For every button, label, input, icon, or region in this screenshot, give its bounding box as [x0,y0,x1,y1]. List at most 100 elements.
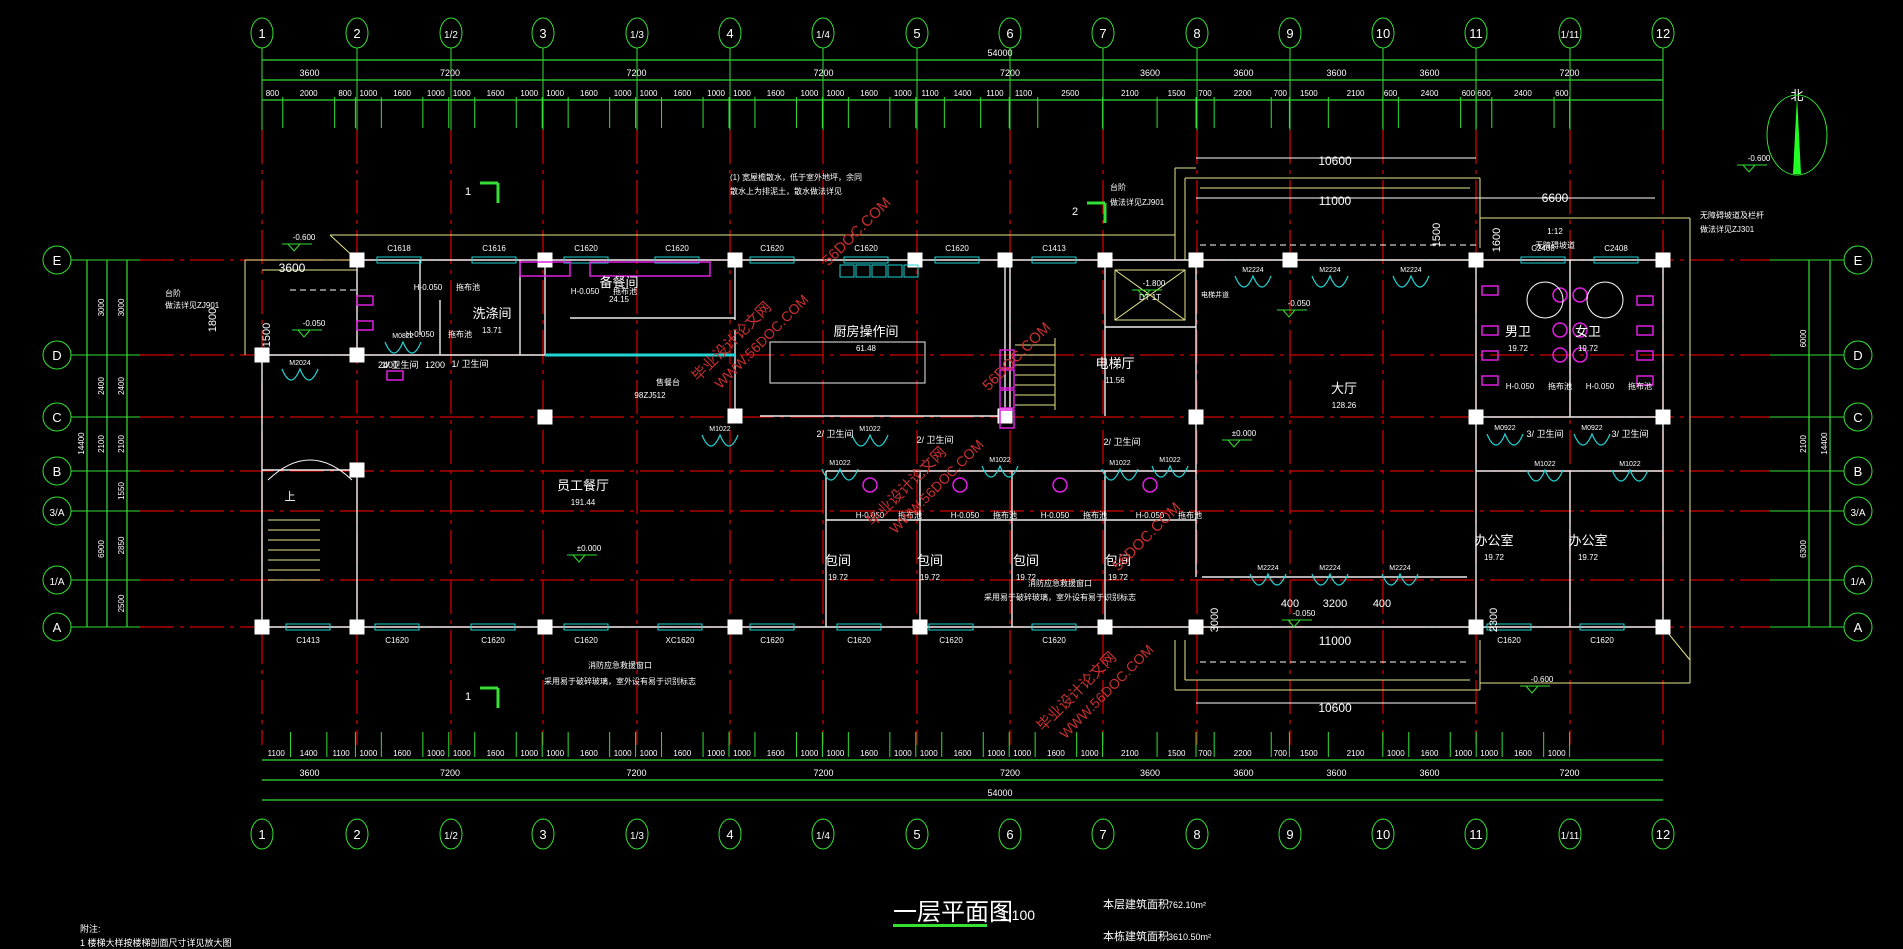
dim-sub: 1000 [801,749,819,758]
door-swing [1101,467,1139,481]
dim-sub: 2400 [1514,89,1532,98]
kitchen-equipment [855,264,871,278]
toilet-fixture [1481,350,1499,361]
section-mark-label: 1 [465,691,471,703]
window-tag: C1620 [945,244,969,253]
rescue-window-label: 消防应急救援窗口 [588,660,652,670]
dim-sub: 1000 [1480,749,1498,758]
dim-sub: 600 [1384,89,1398,98]
axis-label-3: 3 [539,827,546,842]
mop-sink-label: 拖布池 [898,510,922,520]
door-swing [1573,432,1611,446]
dim-sub: 1000 [707,89,725,98]
elevation-mark: -0.050 [1288,299,1311,308]
dim-bay: 3600 [1140,768,1160,778]
dim-sub: 1600 [860,749,878,758]
column [1655,409,1671,425]
dim-sub: 2200 [1234,89,1252,98]
wet-floor-note: H-0.050 [1586,382,1615,391]
column [1468,619,1484,635]
dim-bay: 7200 [1559,768,1579,778]
door-swing [981,464,1019,478]
dim-left-inner-value: 1550 [117,482,126,500]
dim-sub: 2500 [1061,89,1079,98]
door-tag: M1022 [1619,461,1641,468]
dim-left-total-value: 14400 [77,432,86,455]
elevation-mark: -1.800 [1143,279,1166,288]
column [727,408,743,424]
window-tag: C1620 [760,244,784,253]
axis-label-10: 10 [1376,26,1390,41]
axis-label-1/4: 1/4 [816,30,830,41]
axis-label-12: 12 [1656,26,1670,41]
column [1188,619,1204,635]
window [749,256,795,264]
notes-heading: 附注: [80,923,101,934]
axis-label-1/11: 1/11 [1561,831,1580,842]
door-tag: M1022 [1534,461,1556,468]
window [563,256,609,264]
dim-sub: 1000 [894,89,912,98]
serving-counter-label: 售餐台 [656,377,680,387]
washbasin-fixture [1526,281,1564,319]
dim-sub: 2000 [300,89,318,98]
dim-left-mid-value: 3000 [97,298,106,316]
ramp-slope: 1:12 [1547,227,1563,236]
elevation-symbol [567,554,597,563]
wet-floor-note: H-0.050 [1506,382,1535,391]
window-tag: C1620 [760,636,784,645]
elevation-symbol [282,243,312,252]
window-tag: C1413 [296,636,320,645]
window-tag: C1618 [387,244,411,253]
floor-area-value: 762.10m² [1168,900,1206,910]
window [1579,623,1625,631]
door-tag: M2224 [1242,267,1264,274]
axis-label-1/4: 1/4 [816,831,830,842]
dim-sub: 2400 [1421,89,1439,98]
dim-total: 54000 [987,788,1012,798]
door-swing [1381,572,1419,586]
elevation-symbol [1222,439,1252,448]
washbasin-fixture [1586,281,1624,319]
steps-ref-note: 做法详见ZJ901 [165,300,220,310]
dim-sub: 1500 [1300,749,1318,758]
window-tag: C1620 [481,636,505,645]
dim-sub: 1000 [733,89,751,98]
axis-label-3/A: 3/A [49,508,64,519]
window [470,623,516,631]
room-name: 包间 [917,553,943,568]
door-tag: M1022 [1109,460,1131,467]
room-name: 办公室 [1568,533,1607,548]
door-swing [281,367,319,381]
axis-label-5: 5 [913,26,920,41]
column [537,252,553,268]
axis-label-C: C [52,410,61,425]
dim-canopy-10600: 10600 [1318,154,1352,168]
elevator-pit-label: 电梯井道 [1201,290,1229,299]
dim-canopy-10600: 10600 [1318,701,1352,715]
stair-landing-arc [267,459,353,481]
notes-item-1: 1 楼梯大样按楼梯剖面尺寸详见放大图 [80,937,232,948]
column [537,409,553,425]
room-name: 包间 [825,553,851,568]
dim-sub: 600 [1462,89,1476,98]
window [471,256,517,264]
window [843,256,889,264]
dim-bay: 3600 [1140,68,1160,78]
axis-label-9: 9 [1286,26,1293,41]
column [349,619,365,635]
dim-canopy-11000: 11000 [1319,194,1352,208]
dim-left-inner-value: 2850 [117,536,126,554]
axis-label-1: 1 [258,827,265,842]
dim-sub: 1600 [767,749,785,758]
dim-left-mid-value: 6900 [97,540,106,558]
dim-bay: 3600 [1326,768,1346,778]
column [1282,252,1298,268]
column [727,619,743,635]
toilet-fixture [386,370,404,381]
dim-bay: 3600 [1233,68,1253,78]
dim-sub: 1000 [801,89,819,98]
dim-bay: 3600 [299,768,319,778]
dim-bay: 7200 [813,768,833,778]
